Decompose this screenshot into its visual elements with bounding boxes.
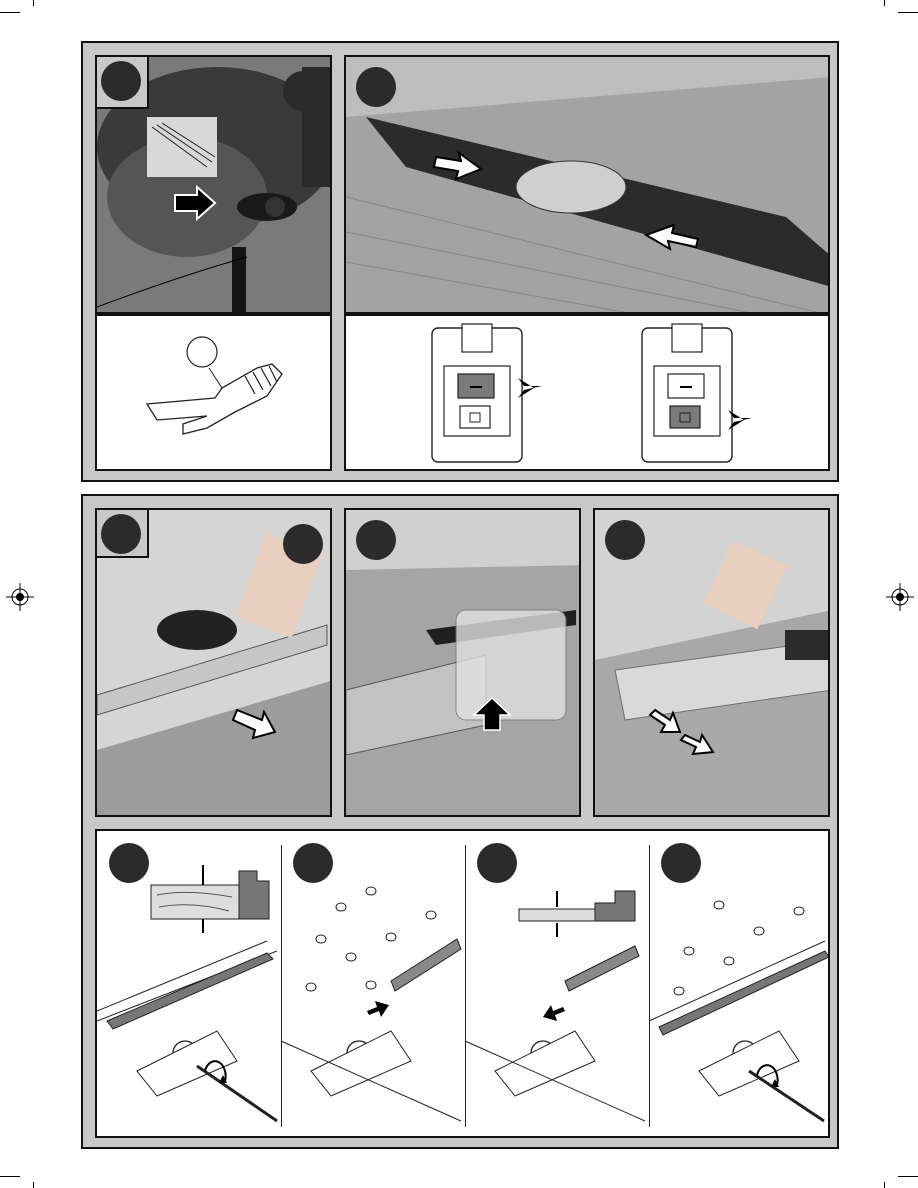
crop-mark-bl-v: [33, 1182, 34, 1188]
step-badge: [605, 520, 645, 560]
photo-panel-saw-height-lever: [95, 55, 332, 314]
photo-panel-push-stick: [593, 508, 830, 817]
step-badge: [109, 843, 149, 883]
step-badge: [283, 524, 323, 564]
step-badge: [283, 71, 323, 111]
registration-mark-icon: [886, 583, 914, 611]
step-badge: [101, 514, 141, 554]
step-badge: [356, 520, 396, 560]
step-badge: [293, 843, 333, 883]
photo-panel-fence-insert: [95, 508, 332, 817]
switch-on-icon: [642, 324, 752, 462]
crop-mark-tl-h: [0, 12, 20, 13]
drawing-fence-insert-2: [281, 887, 461, 1121]
step-badge: [661, 843, 701, 883]
registration-mark-icon: [6, 583, 34, 611]
crop-mark-br-v: [884, 1182, 885, 1188]
drawing-fence-profile-1: [97, 865, 277, 1121]
photo-panel-guard-fence: [344, 508, 581, 817]
drawing-fence-profile-3: [465, 891, 645, 1121]
photo-panel-table-insert: [344, 55, 830, 314]
crop-mark-tr-h: [898, 12, 918, 13]
switch-off-icon: [432, 324, 542, 462]
arrow-icon: [367, 1001, 389, 1017]
crop-mark-tr-v: [884, 0, 885, 6]
crop-mark-bl-h: [0, 1176, 20, 1177]
setup-section: [81, 41, 839, 482]
drawing-strip-mitre-guide: [95, 829, 830, 1138]
arrow-icon: [543, 1005, 565, 1021]
step-badge: [101, 61, 141, 101]
crop-mark-br-h: [898, 1176, 918, 1177]
drawing-panel-lever: [95, 314, 332, 471]
drawing-fence-adjust-4: [649, 901, 829, 1121]
assembly-section: [81, 494, 839, 1149]
crop-mark-tl-v: [33, 0, 34, 6]
step-badge: [477, 843, 517, 883]
step-badge: [356, 67, 396, 107]
drawing-panel-switch: [344, 314, 830, 471]
